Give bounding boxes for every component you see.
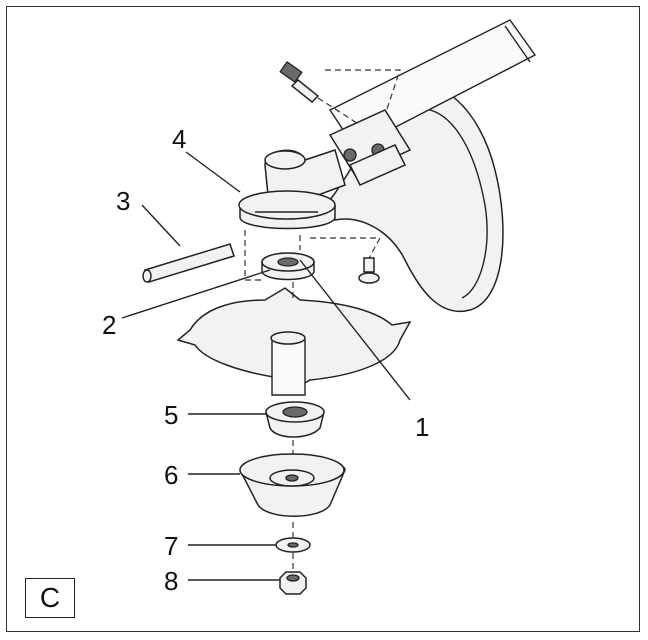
callout-5: 5 (164, 400, 178, 430)
cutting-blade (176, 287, 412, 396)
callout-2: 2 (102, 310, 116, 340)
guard-screw (310, 237, 382, 284)
nut-part-8 (279, 571, 307, 595)
callout-8: 8 (164, 566, 178, 596)
callout-3: 3 (116, 186, 130, 216)
support-cup-part-5 (265, 401, 325, 438)
leader-lines (121, 151, 411, 581)
callout-4: 4 (172, 124, 186, 154)
washer-part-7 (275, 537, 311, 553)
callout-6: 6 (164, 460, 178, 490)
callout-7: 7 (164, 531, 178, 561)
guard-bolt (279, 61, 401, 131)
holder-part-2 (244, 230, 315, 281)
panel-label: C (25, 578, 75, 618)
callout-1: 1 (415, 412, 429, 442)
gear-head (238, 149, 346, 230)
protective-cover-part-6 (239, 453, 346, 517)
lock-pin-part-3 (142, 243, 235, 283)
shaft-clamp (328, 109, 412, 186)
